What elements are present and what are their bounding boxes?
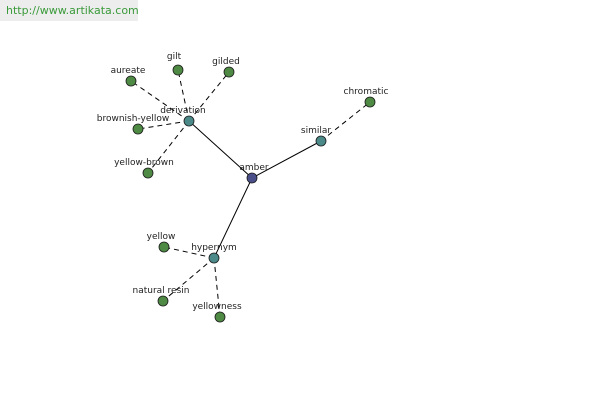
- root-node-amber[interactable]: amber: [239, 163, 269, 184]
- url-banner: http://www.artikata.com: [0, 0, 139, 21]
- leaf-node-label-yellowness: yellowness: [192, 302, 242, 312]
- relation-node-label-derivation: derivation: [160, 106, 206, 116]
- relation-node-derivation[interactable]: derivation: [160, 106, 206, 127]
- relation-node-dot-similar[interactable]: [315, 135, 327, 147]
- edge-similar-chromatic: [320, 101, 371, 142]
- graph-edges: [130, 69, 371, 318]
- leaf-node-dot-aureate[interactable]: [125, 75, 137, 87]
- relation-node-hypernym[interactable]: hypernym: [191, 243, 237, 264]
- edge-hypernym-natural-resin: [162, 257, 215, 302]
- edge-derivation-aureate: [130, 80, 190, 122]
- relation-node-dot-derivation[interactable]: [183, 115, 195, 127]
- edge-derivation-yellow-brown: [147, 120, 190, 174]
- leaf-node-yellow[interactable]: yellow: [147, 232, 176, 253]
- leaf-node-chromatic[interactable]: chromatic: [344, 87, 389, 108]
- leaf-node-label-aureate: aureate: [111, 66, 146, 76]
- edge-derivation-gilded: [188, 71, 230, 122]
- edge-hypernym-yellowness: [213, 257, 221, 318]
- leaf-node-label-chromatic: chromatic: [344, 87, 389, 97]
- root-node-label-amber: amber: [239, 163, 269, 173]
- leaf-node-dot-brownish-yellow[interactable]: [132, 123, 144, 135]
- leaf-node-label-natural-resin: natural resin: [133, 286, 190, 296]
- leaf-node-label-brownish-yellow: brownish-yellow: [97, 114, 170, 124]
- leaf-node-yellow-brown[interactable]: yellow-brown: [114, 158, 174, 179]
- leaf-node-dot-gilded[interactable]: [223, 66, 235, 78]
- leaf-node-label-gilt: gilt: [167, 52, 182, 62]
- leaf-node-gilt[interactable]: gilt: [167, 52, 184, 76]
- leaf-node-dot-yellow[interactable]: [158, 241, 170, 253]
- leaf-node-dot-natural-resin[interactable]: [157, 295, 169, 307]
- relation-node-label-similar: similar: [301, 126, 331, 136]
- leaf-node-label-gilded: gilded: [212, 57, 240, 67]
- leaf-node-brownish-yellow[interactable]: brownish-yellow: [97, 114, 170, 135]
- leaf-node-natural-resin[interactable]: natural resin: [133, 286, 190, 307]
- edge-amber-derivation: [188, 120, 253, 179]
- graph-nodes: aureate gilt gilded brownish-yellow yellow-b…: [97, 52, 389, 323]
- leaf-node-gilded[interactable]: gilded: [212, 57, 240, 78]
- edge-amber-similar: [251, 140, 322, 179]
- relation-node-similar[interactable]: similar: [301, 126, 331, 147]
- leaf-node-label-yellow: yellow: [147, 232, 176, 242]
- leaf-node-dot-yellow-brown[interactable]: [142, 167, 154, 179]
- leaf-node-dot-gilt[interactable]: [172, 64, 184, 76]
- leaf-node-yellowness[interactable]: yellowness: [192, 302, 242, 323]
- root-node-dot-amber[interactable]: [246, 172, 258, 184]
- relation-node-dot-hypernym[interactable]: [208, 252, 220, 264]
- leaf-node-dot-yellowness[interactable]: [214, 311, 226, 323]
- edge-amber-hypernym: [213, 177, 253, 259]
- url-link[interactable]: http://www.artikata.com: [6, 4, 139, 17]
- relation-node-label-hypernym: hypernym: [191, 243, 237, 253]
- leaf-node-aureate[interactable]: aureate: [111, 66, 146, 87]
- leaf-node-label-yellow-brown: yellow-brown: [114, 158, 174, 168]
- leaf-node-dot-chromatic[interactable]: [364, 96, 376, 108]
